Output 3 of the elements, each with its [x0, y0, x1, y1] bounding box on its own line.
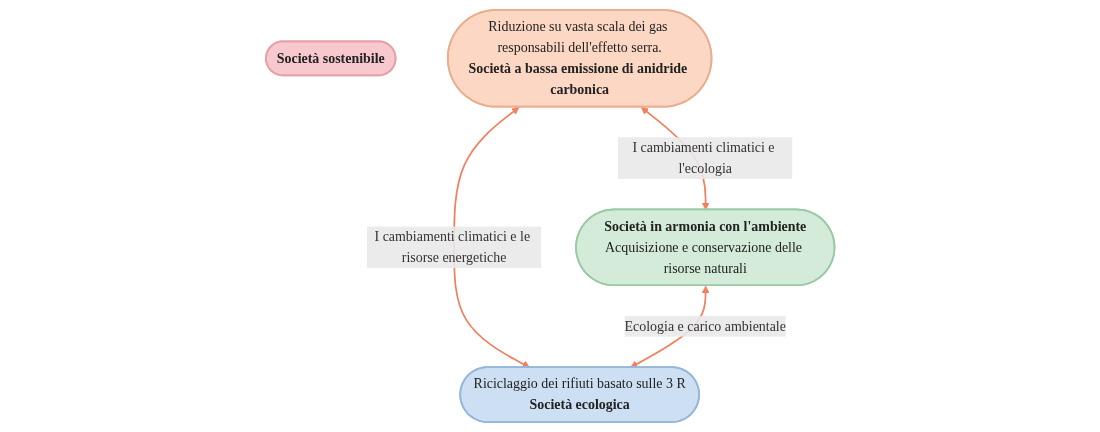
edge-label: Ecologia e carico ambientale	[624, 318, 786, 334]
edge-label: I cambiamenti climatici e l'ecologia	[632, 139, 775, 176]
edge-label: I cambiamenti climatici e le risorse energetiche	[374, 229, 530, 265]
